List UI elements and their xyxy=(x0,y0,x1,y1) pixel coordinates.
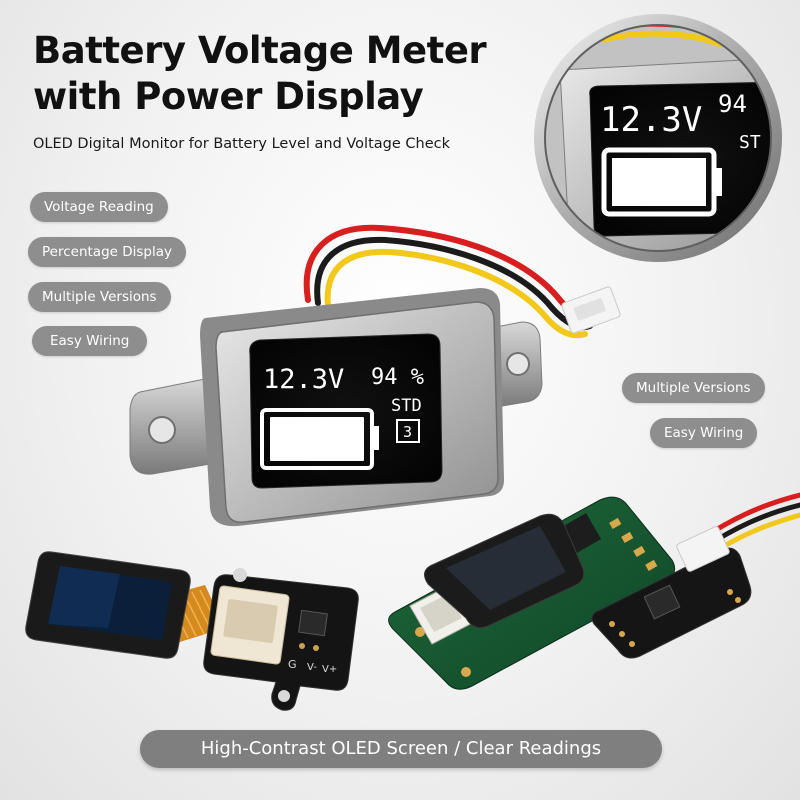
feature-pill-multiple-versions: Multiple Versions xyxy=(28,282,171,312)
feature-pill-easy-wiring: Easy Wiring xyxy=(32,326,148,356)
meter-percent-readout: 94 % xyxy=(371,365,424,390)
zoom-magnifier: 12.3V 94 ST xyxy=(534,14,782,262)
feature-pill-easy-wiring-right: Easy Wiring xyxy=(650,418,758,448)
board-label-vminus: V- xyxy=(307,662,317,673)
black-pcb-module xyxy=(591,492,800,659)
feature-pill-voltage-reading: Voltage Reading xyxy=(30,192,168,222)
jst-connector xyxy=(561,286,621,334)
title-line-2: with Power Display xyxy=(33,75,424,118)
board-label-g: G xyxy=(288,658,297,671)
meter-mode-number: 3 xyxy=(403,423,412,441)
battery-icon xyxy=(260,408,379,470)
feature-pill-multiple-versions-right: Multiple Versions xyxy=(622,373,765,403)
green-pcb-module xyxy=(388,496,676,690)
meter-voltage-readout: 12.3V xyxy=(263,364,344,395)
bottom-banner: High-Contrast OLED Screen / Clear Readin… xyxy=(140,730,662,768)
zoom-battery-icon xyxy=(601,147,722,217)
zoom-mode-label: ST xyxy=(739,132,761,153)
zoom-voltage-readout: 12.3V xyxy=(600,100,702,140)
voltage-meter-device: 12.3V 94 % STD 3 xyxy=(129,288,543,527)
zoom-percent-readout: 94 xyxy=(718,90,747,118)
board-label-vplus: V+ xyxy=(322,664,337,675)
small-oled-module: G V- V+ xyxy=(25,551,359,711)
title-line-1: Battery Voltage Meter xyxy=(33,29,487,72)
feature-pill-percentage-display: Percentage Display xyxy=(28,237,186,267)
subtitle: OLED Digital Monitor for Battery Level a… xyxy=(33,136,450,152)
meter-mode-label: STD xyxy=(391,396,422,416)
page-title: Battery Voltage Meter with Power Display xyxy=(33,28,487,120)
